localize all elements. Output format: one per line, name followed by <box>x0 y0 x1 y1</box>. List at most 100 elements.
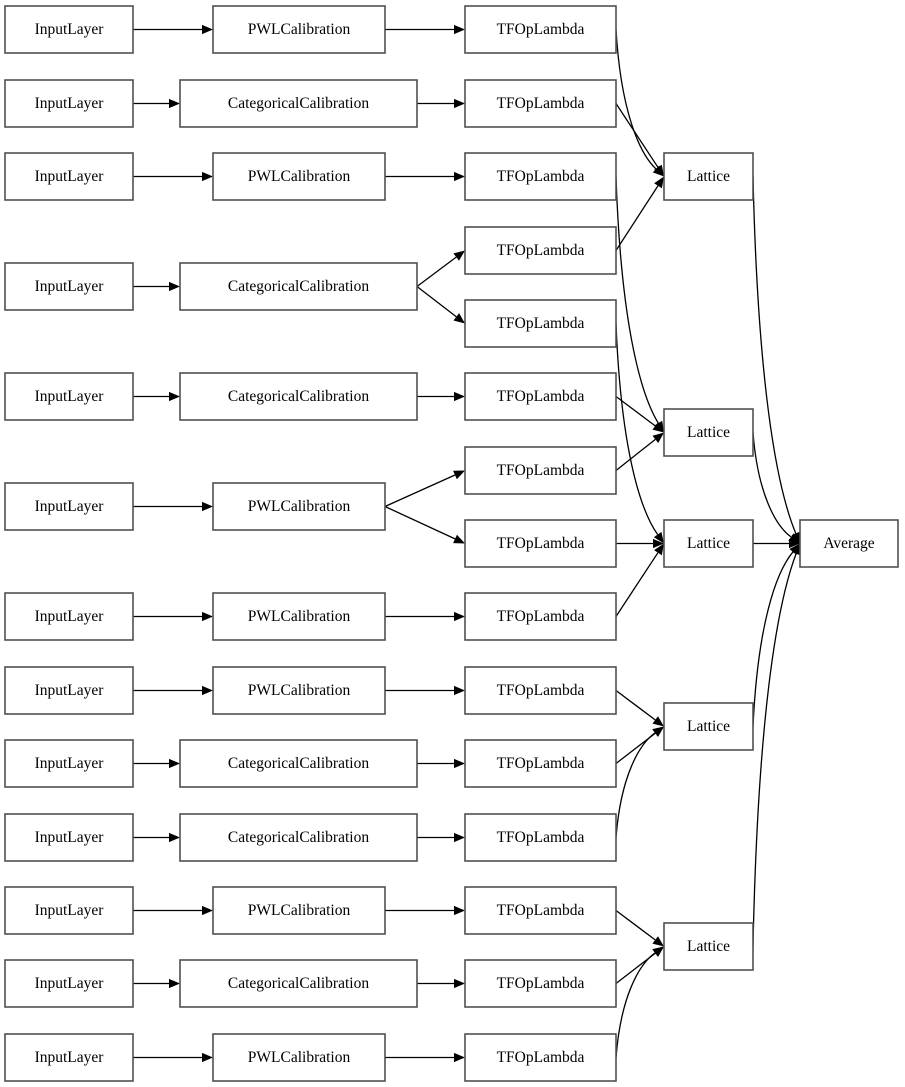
node-label: PWLCalibration <box>248 608 351 625</box>
edge-line <box>615 395 656 427</box>
edge-lat5-to-avg <box>752 543 801 947</box>
node-label: InputLayer <box>35 21 105 38</box>
node-label: InputLayer <box>35 278 105 295</box>
node-input-layer-in3[interactable]: InputLayer <box>4 152 134 201</box>
node-input-layer-in7[interactable]: InputLayer <box>4 592 134 641</box>
node-box <box>464 446 617 495</box>
node-box <box>663 152 754 201</box>
node-input-layer-in9[interactable]: InputLayer <box>4 739 134 788</box>
node-categorical-calibration-cal9[interactable]: CategoricalCalibration <box>179 739 418 788</box>
node-average-avg[interactable]: Average <box>799 519 899 568</box>
node-tfop-lambda-lam8[interactable]: TFOpLambda <box>464 519 617 568</box>
node-box <box>179 372 418 421</box>
edge-cal2-to-lam2 <box>417 98 465 109</box>
node-box <box>464 886 617 935</box>
node-tfop-lambda-lam9[interactable]: TFOpLambda <box>464 592 617 641</box>
node-input-layer-in8[interactable]: InputLayer <box>4 666 134 715</box>
edge-in2-to-cal2 <box>133 98 180 109</box>
node-label: InputLayer <box>35 902 105 919</box>
node-label: PWLCalibration <box>248 902 351 919</box>
edge-in6-to-cal6 <box>133 501 213 512</box>
edge-cal11-to-lam13 <box>385 905 465 916</box>
node-tfop-lambda-lam1[interactable]: TFOpLambda <box>464 5 617 54</box>
node-label: TFOpLambda <box>497 95 585 112</box>
edge-line <box>416 256 457 288</box>
node-pwlcalibration-cal11[interactable]: PWLCalibration <box>212 886 386 935</box>
node-categorical-calibration-cal5[interactable]: CategoricalCalibration <box>179 372 418 421</box>
node-box <box>179 262 418 311</box>
node-tfop-lambda-lam6[interactable]: TFOpLambda <box>464 372 617 421</box>
node-box <box>212 152 386 201</box>
node-box <box>4 482 134 531</box>
edge-arrowhead <box>454 171 465 182</box>
edge-line <box>615 952 656 1058</box>
node-tfop-lambda-lam11[interactable]: TFOpLambda <box>464 739 617 788</box>
node-categorical-calibration-cal12[interactable]: CategoricalCalibration <box>179 959 418 1008</box>
node-tfop-lambda-lam13[interactable]: TFOpLambda <box>464 886 617 935</box>
node-pwlcalibration-cal1[interactable]: PWLCalibration <box>212 5 386 54</box>
edge-cal4-to-lam5 <box>416 285 465 324</box>
node-label: InputLayer <box>35 388 105 405</box>
node-lattice-lat3[interactable]: Lattice <box>663 519 754 568</box>
node-tfop-lambda-lam10[interactable]: TFOpLambda <box>464 666 617 715</box>
edge-cal3-to-lam3 <box>385 171 465 182</box>
node-input-layer-in6[interactable]: InputLayer <box>4 482 134 531</box>
node-input-layer-in13[interactable]: InputLayer <box>4 1033 134 1082</box>
node-input-layer-in11[interactable]: InputLayer <box>4 886 134 935</box>
node-box <box>212 886 386 935</box>
node-lattice-lat2[interactable]: Lattice <box>663 408 754 457</box>
node-input-layer-in1[interactable]: InputLayer <box>4 5 134 54</box>
node-box <box>179 739 418 788</box>
node-pwlcalibration-cal8[interactable]: PWLCalibration <box>212 666 386 715</box>
node-input-layer-in12[interactable]: InputLayer <box>4 959 134 1008</box>
node-categorical-calibration-cal4[interactable]: CategoricalCalibration <box>179 262 418 311</box>
node-tfop-lambda-lam15[interactable]: TFOpLambda <box>464 1033 617 1082</box>
edge-line <box>615 732 656 838</box>
edge-arrowhead <box>652 432 664 443</box>
edge-lam1-to-lat1 <box>615 29 664 177</box>
edge-arrowhead <box>453 470 465 480</box>
node-box <box>464 226 617 275</box>
edge-layer <box>133 24 801 1063</box>
node-box <box>212 5 386 54</box>
node-tfop-lambda-lam14[interactable]: TFOpLambda <box>464 959 617 1008</box>
edge-line <box>615 29 657 170</box>
node-pwlcalibration-cal3[interactable]: PWLCalibration <box>212 152 386 201</box>
node-tfop-lambda-lam3[interactable]: TFOpLambda <box>464 152 617 201</box>
node-layer: InputLayerInputLayerInputLayerInputLayer… <box>4 5 899 1082</box>
node-lattice-lat1[interactable]: Lattice <box>663 152 754 201</box>
edge-in7-to-cal7 <box>133 611 213 622</box>
edge-arrowhead <box>454 611 465 622</box>
node-box <box>464 959 617 1008</box>
edge-arrowhead <box>791 543 801 556</box>
node-lattice-lat5[interactable]: Lattice <box>663 922 754 971</box>
node-input-layer-in2[interactable]: InputLayer <box>4 79 134 128</box>
node-input-layer-in10[interactable]: InputLayer <box>4 813 134 862</box>
node-pwlcalibration-cal13[interactable]: PWLCalibration <box>212 1033 386 1082</box>
node-tfop-lambda-lam5[interactable]: TFOpLambda <box>464 299 617 348</box>
node-tfop-lambda-lam7[interactable]: TFOpLambda <box>464 446 617 495</box>
node-tfop-lambda-lam12[interactable]: TFOpLambda <box>464 813 617 862</box>
node-pwlcalibration-cal6[interactable]: PWLCalibration <box>212 482 386 531</box>
edge-arrowhead <box>453 534 465 544</box>
node-label: PWLCalibration <box>248 168 351 185</box>
node-label: PWLCalibration <box>248 21 351 38</box>
node-categorical-calibration-cal10[interactable]: CategoricalCalibration <box>179 813 418 862</box>
node-box <box>464 299 617 348</box>
node-tfop-lambda-lam4[interactable]: TFOpLambda <box>464 226 617 275</box>
node-pwlcalibration-cal7[interactable]: PWLCalibration <box>212 592 386 641</box>
node-categorical-calibration-cal2[interactable]: CategoricalCalibration <box>179 79 418 128</box>
node-box <box>464 5 617 54</box>
edge-in1-to-cal1 <box>133 24 213 35</box>
node-tfop-lambda-lam2[interactable]: TFOpLambda <box>464 79 617 128</box>
node-box <box>4 1033 134 1082</box>
edge-arrowhead <box>653 531 664 544</box>
node-label: PWLCalibration <box>248 498 351 515</box>
node-label: InputLayer <box>35 608 105 625</box>
node-lattice-lat4[interactable]: Lattice <box>663 702 754 751</box>
node-input-layer-in4[interactable]: InputLayer <box>4 262 134 311</box>
node-input-layer-in5[interactable]: InputLayer <box>4 372 134 421</box>
edge-in8-to-cal8 <box>133 685 213 696</box>
edge-line <box>615 185 659 251</box>
edge-lat3-to-avg <box>753 538 800 549</box>
